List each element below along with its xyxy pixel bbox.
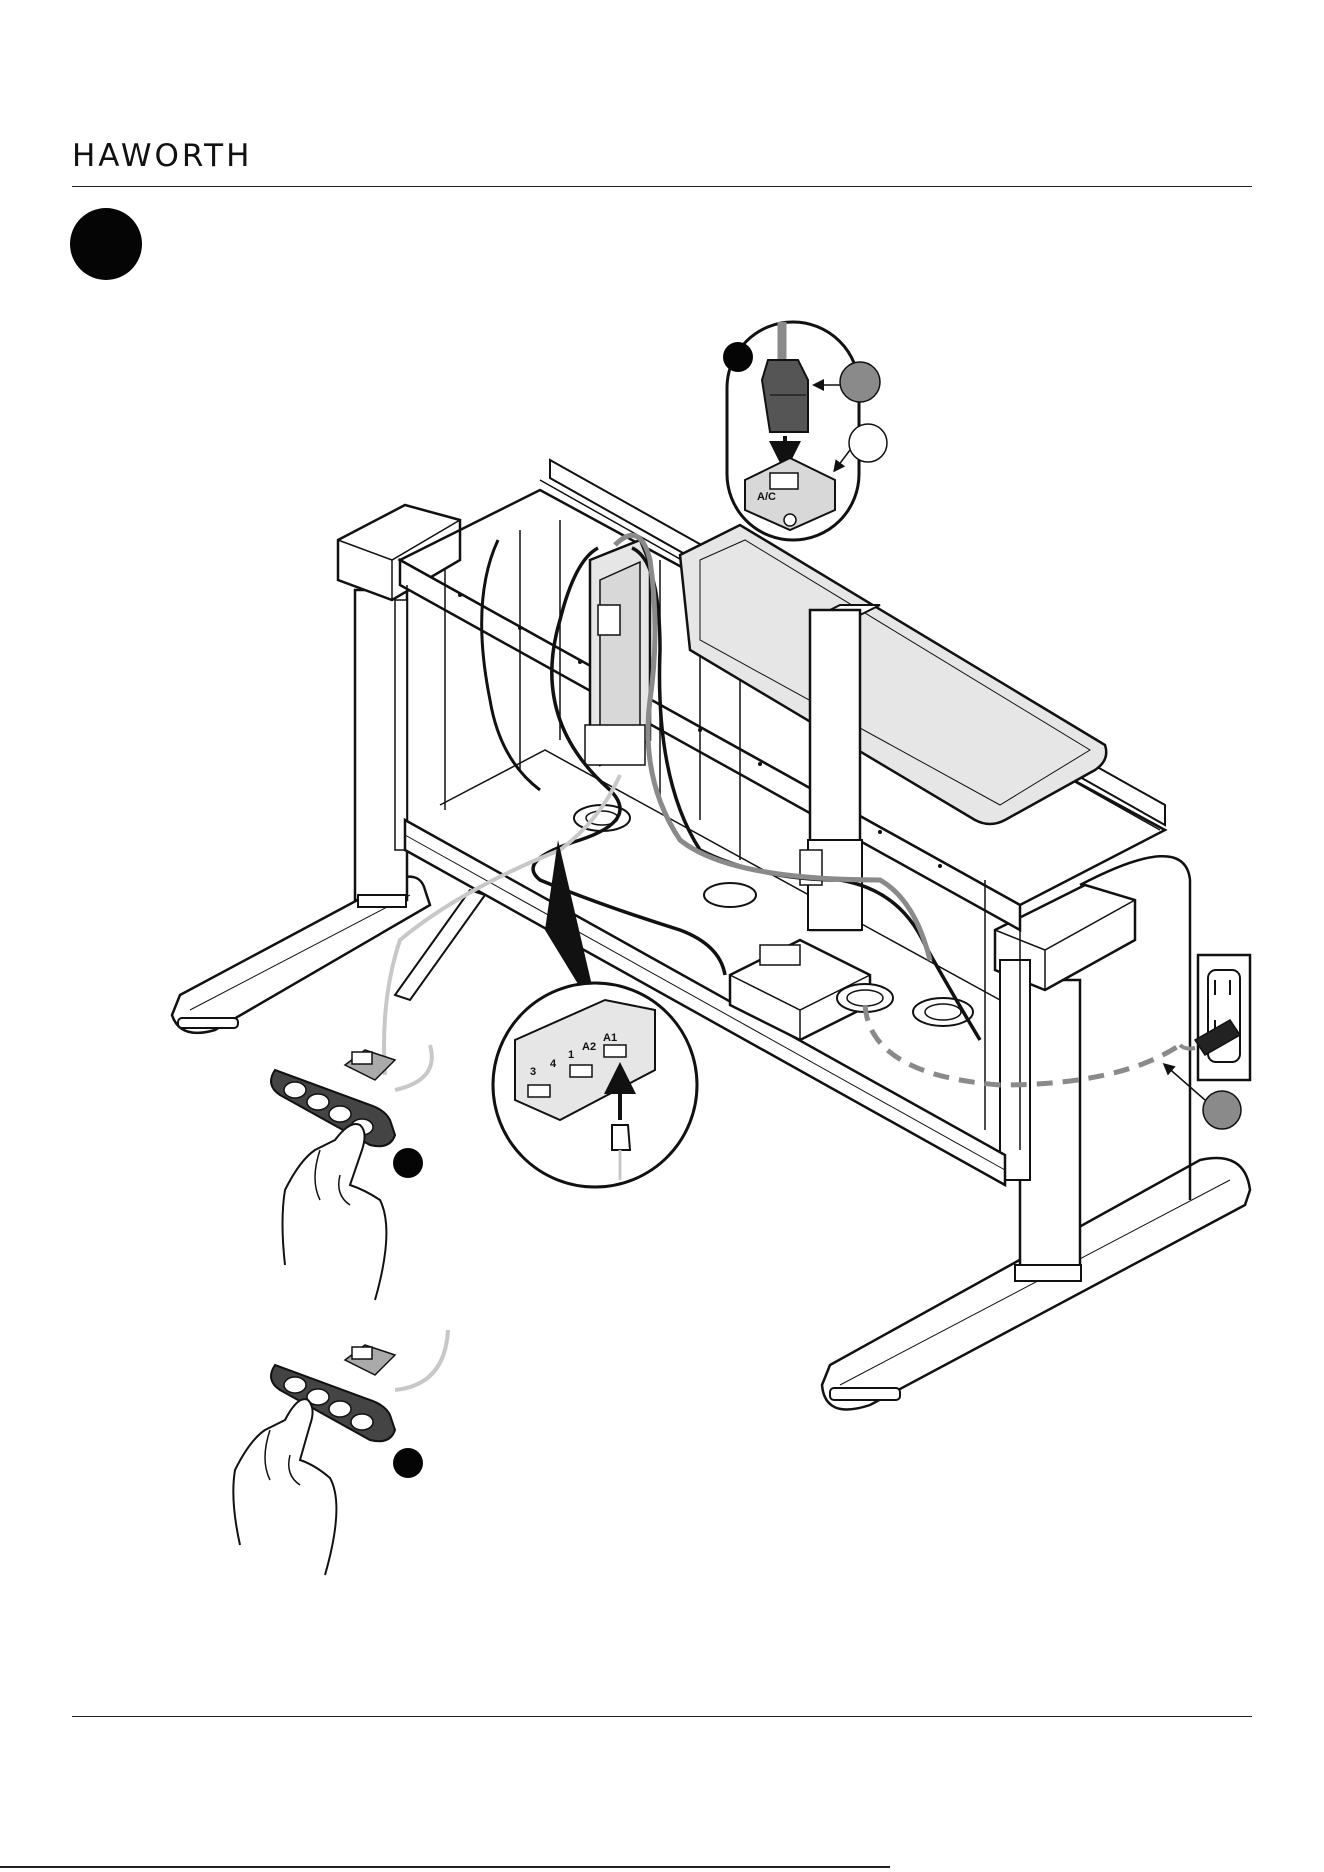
footer-divider <box>72 1716 1252 1717</box>
control-box <box>585 540 650 765</box>
port-label-3: 3 <box>530 1066 536 1078</box>
hand-lower <box>233 1399 336 1575</box>
callout-marker-handset-upper <box>393 1148 423 1178</box>
control-box-label: A/C <box>757 491 776 503</box>
port-label-a1: A1 <box>603 1032 617 1044</box>
callout-marker-handset-lower <box>393 1448 423 1478</box>
port-label-1: 1 <box>568 1049 574 1061</box>
cable-tray <box>680 525 1106 824</box>
footer-edge-line <box>0 1866 890 1868</box>
callout-marker-top-black <box>723 342 753 372</box>
port-label-4: 4 <box>550 1058 557 1070</box>
hand-upper <box>283 1124 387 1300</box>
port-label-a2: A2 <box>582 1041 596 1053</box>
